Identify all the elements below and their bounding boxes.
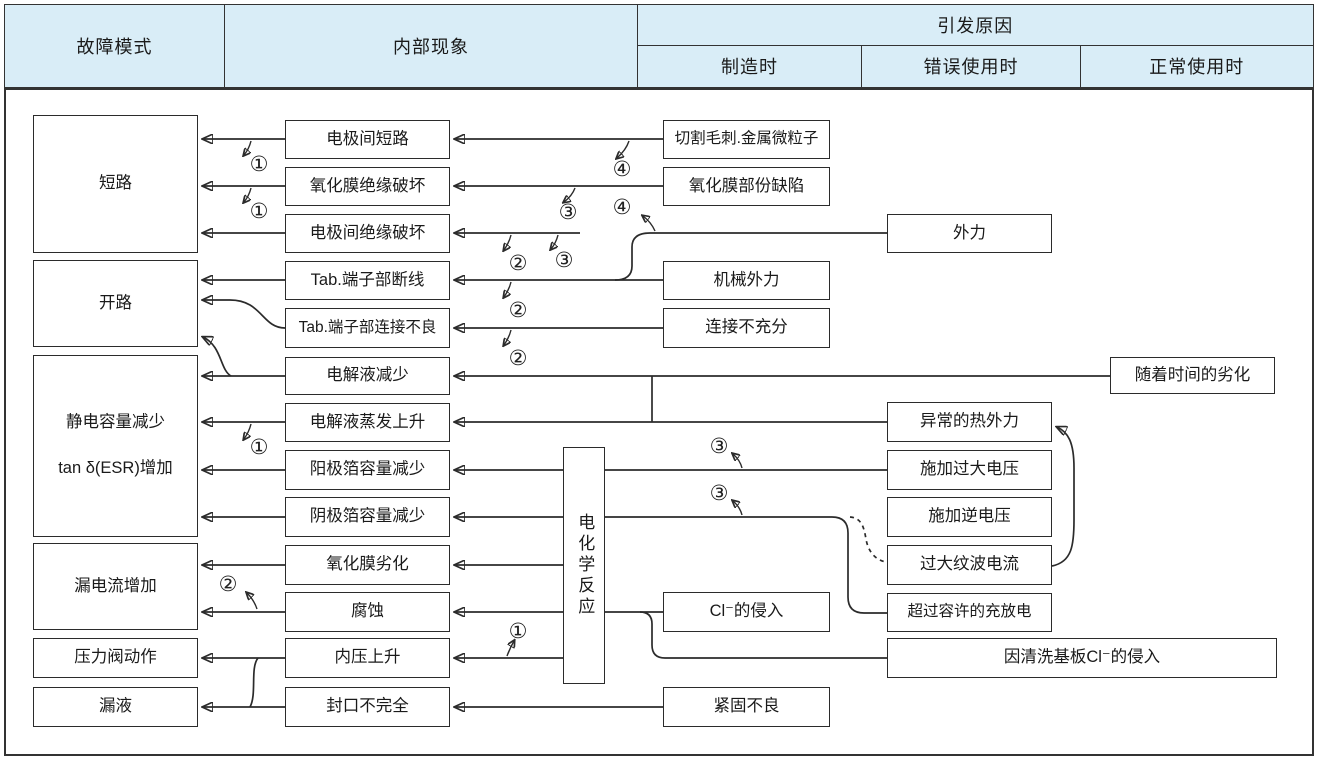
incomplete-sealing-label: 封口不完全	[326, 697, 409, 716]
box-liquid-leak: 漏液	[33, 687, 198, 727]
header-sub-normal-label: 正常使用时	[1149, 57, 1245, 78]
box-tab-bad-connection: Tab.端子部连接不良	[285, 308, 450, 348]
tag-1: ①	[250, 152, 269, 176]
header-sub-normal: 正常使用时	[1079, 44, 1314, 88]
box-pressure-valve-operation: 压力阀动作	[33, 638, 198, 678]
box-aging: 随着时间的劣化	[1110, 357, 1275, 394]
header-cause: 引发原因	[636, 4, 1314, 46]
box-excessive-ripple: 过大纹波电流	[887, 545, 1052, 585]
box-electrode-short: 电极间短路	[285, 120, 450, 159]
tag-1: ①	[250, 435, 269, 459]
box-incomplete-sealing: 封口不完全	[285, 687, 450, 727]
tab-bad-connection-label: Tab.端子部连接不良	[298, 318, 437, 336]
header-cause-label: 引发原因	[937, 16, 1014, 36]
tag-3: ③	[710, 481, 729, 505]
box-short-circuit-label: 短路	[99, 174, 132, 193]
box-excessive-charge-discharge: 超过容许的充放电	[887, 593, 1052, 632]
header-internal-phenomenon: 内部现象	[224, 4, 638, 88]
box-external-force: 外力	[887, 214, 1052, 253]
box-internal-pressure-rise: 内压上升	[285, 638, 450, 678]
mechanical-force-label: 机械外力	[713, 270, 780, 289]
header-fault-mode-label: 故障模式	[76, 37, 153, 57]
header-sub-misuse-label: 错误使用时	[923, 57, 1019, 78]
electrolyte-evaporation-label: 电解液蒸发上升	[309, 412, 426, 431]
tag-2: ②	[509, 298, 528, 322]
excessive-charge-discharge-label: 超过容许的充放电	[907, 603, 1032, 621]
tag-3: ③	[710, 434, 729, 458]
box-oxide-degradation: 氧化膜劣化	[285, 545, 450, 585]
header-fault-mode: 故障模式	[4, 4, 225, 88]
reverse-voltage-label: 施加逆电压	[928, 507, 1011, 526]
box-corrosion: 腐蚀	[285, 592, 450, 632]
header-sub-manufacturing-label: 制造时	[721, 57, 778, 78]
electrolyte-decrease-label: 电解液减少	[326, 366, 409, 385]
box-insufficient-connection: 连接不充分	[663, 308, 830, 348]
cl-intrusion-label: Cl⁻的侵入	[709, 602, 784, 621]
box-tab-wire-break: Tab.端子部断线	[285, 261, 450, 300]
tag-4: ④	[613, 157, 632, 181]
header-sub-manufacturing: 制造时	[636, 44, 863, 88]
anode-foil-cap-decrease-label: 阳极箔容量减少	[309, 460, 426, 479]
box-liquid-leak-label: 漏液	[99, 697, 132, 716]
abnormal-heat-label: 异常的热外力	[920, 412, 1019, 431]
header-sub-misuse: 错误使用时	[861, 44, 1081, 88]
box-pressure-valve-label: 压力阀动作	[74, 648, 157, 667]
box-mechanical-force: 机械外力	[663, 261, 830, 300]
oxide-partial-defect-label: 氧化膜部份缺陷	[688, 176, 805, 195]
excessive-ripple-label: 过大纹波电流	[920, 555, 1019, 574]
tag-4: ④	[613, 195, 632, 219]
box-reverse-voltage: 施加逆电压	[887, 497, 1052, 537]
box-overvoltage: 施加过大电压	[887, 450, 1052, 490]
header-internal-phenomenon-label: 内部现象	[393, 37, 469, 57]
burr-particles-label: 切割毛刺.金属微粒子	[674, 130, 819, 148]
box-electrode-insulation-break: 电极间绝缘破坏	[285, 214, 450, 253]
box-anode-foil-cap-decrease: 阳极箔容量减少	[285, 450, 450, 490]
box-cathode-foil-cap-decrease: 阴极箔容量减少	[285, 497, 450, 537]
tag-1: ①	[250, 199, 269, 223]
corrosion-label: 腐蚀	[351, 602, 384, 621]
board-cleaning-cl-label: 因清洗基板Cl⁻的侵入	[1003, 648, 1161, 667]
box-short-circuit: 短路	[33, 115, 198, 253]
box-oxide-insulation-break: 氧化膜绝缘破坏	[285, 167, 450, 206]
box-cl-intrusion: Cl⁻的侵入	[663, 592, 830, 632]
tab-wire-break-label: Tab.端子部断线	[310, 270, 425, 289]
bad-fastening-label: 紧固不良	[713, 697, 780, 716]
electrochemical-reaction-label: 电化学反应	[575, 513, 595, 618]
tag-1: ①	[509, 619, 528, 643]
box-electrolyte-evaporation: 电解液蒸发上升	[285, 403, 450, 442]
box-burr-particles: 切割毛刺.金属微粒子	[663, 120, 830, 159]
box-open-circuit-label: 开路	[99, 293, 132, 312]
box-capacitance-decrease: 静电容量减少 tan δ(ESR)增加	[33, 355, 198, 537]
internal-pressure-rise-label: 内压上升	[334, 648, 401, 667]
tag-2: ②	[509, 346, 528, 370]
tag-2: ②	[509, 251, 528, 275]
tag-2: ②	[219, 572, 238, 596]
tag-3: ③	[559, 200, 578, 224]
tag-3: ③	[555, 248, 574, 272]
insufficient-connection-label: 连接不充分	[705, 318, 788, 337]
box-bad-fastening: 紧固不良	[663, 687, 830, 727]
aging-label: 随着时间的劣化	[1134, 365, 1251, 384]
box-board-cleaning-cl: 因清洗基板Cl⁻的侵入	[887, 638, 1277, 678]
box-leakage-current-increase: 漏电流增加	[33, 543, 198, 630]
electrode-short-label: 电极间短路	[326, 129, 409, 148]
cathode-foil-cap-decrease-label: 阴极箔容量减少	[309, 507, 426, 526]
overvoltage-label: 施加过大电压	[920, 460, 1019, 479]
box-oxide-partial-defect: 氧化膜部份缺陷	[663, 167, 830, 206]
box-abnormal-heat: 异常的热外力	[887, 402, 1052, 442]
oxide-degradation-label: 氧化膜劣化	[326, 555, 409, 574]
external-force-label: 外力	[953, 223, 986, 242]
esr-increase-label: tan δ(ESR)增加	[58, 459, 173, 477]
electrode-insulation-break-label: 电极间绝缘破坏	[309, 223, 426, 242]
box-open-circuit: 开路	[33, 260, 198, 347]
box-electrochemical-reaction: 电化学反应	[563, 447, 605, 684]
box-electrolyte-decrease: 电解液减少	[285, 357, 450, 395]
box-leakage-current-label: 漏电流增加	[74, 576, 157, 595]
oxide-insulation-break-label: 氧化膜绝缘破坏	[309, 176, 426, 195]
capacitance-decrease-label: 静电容量减少	[66, 413, 165, 432]
